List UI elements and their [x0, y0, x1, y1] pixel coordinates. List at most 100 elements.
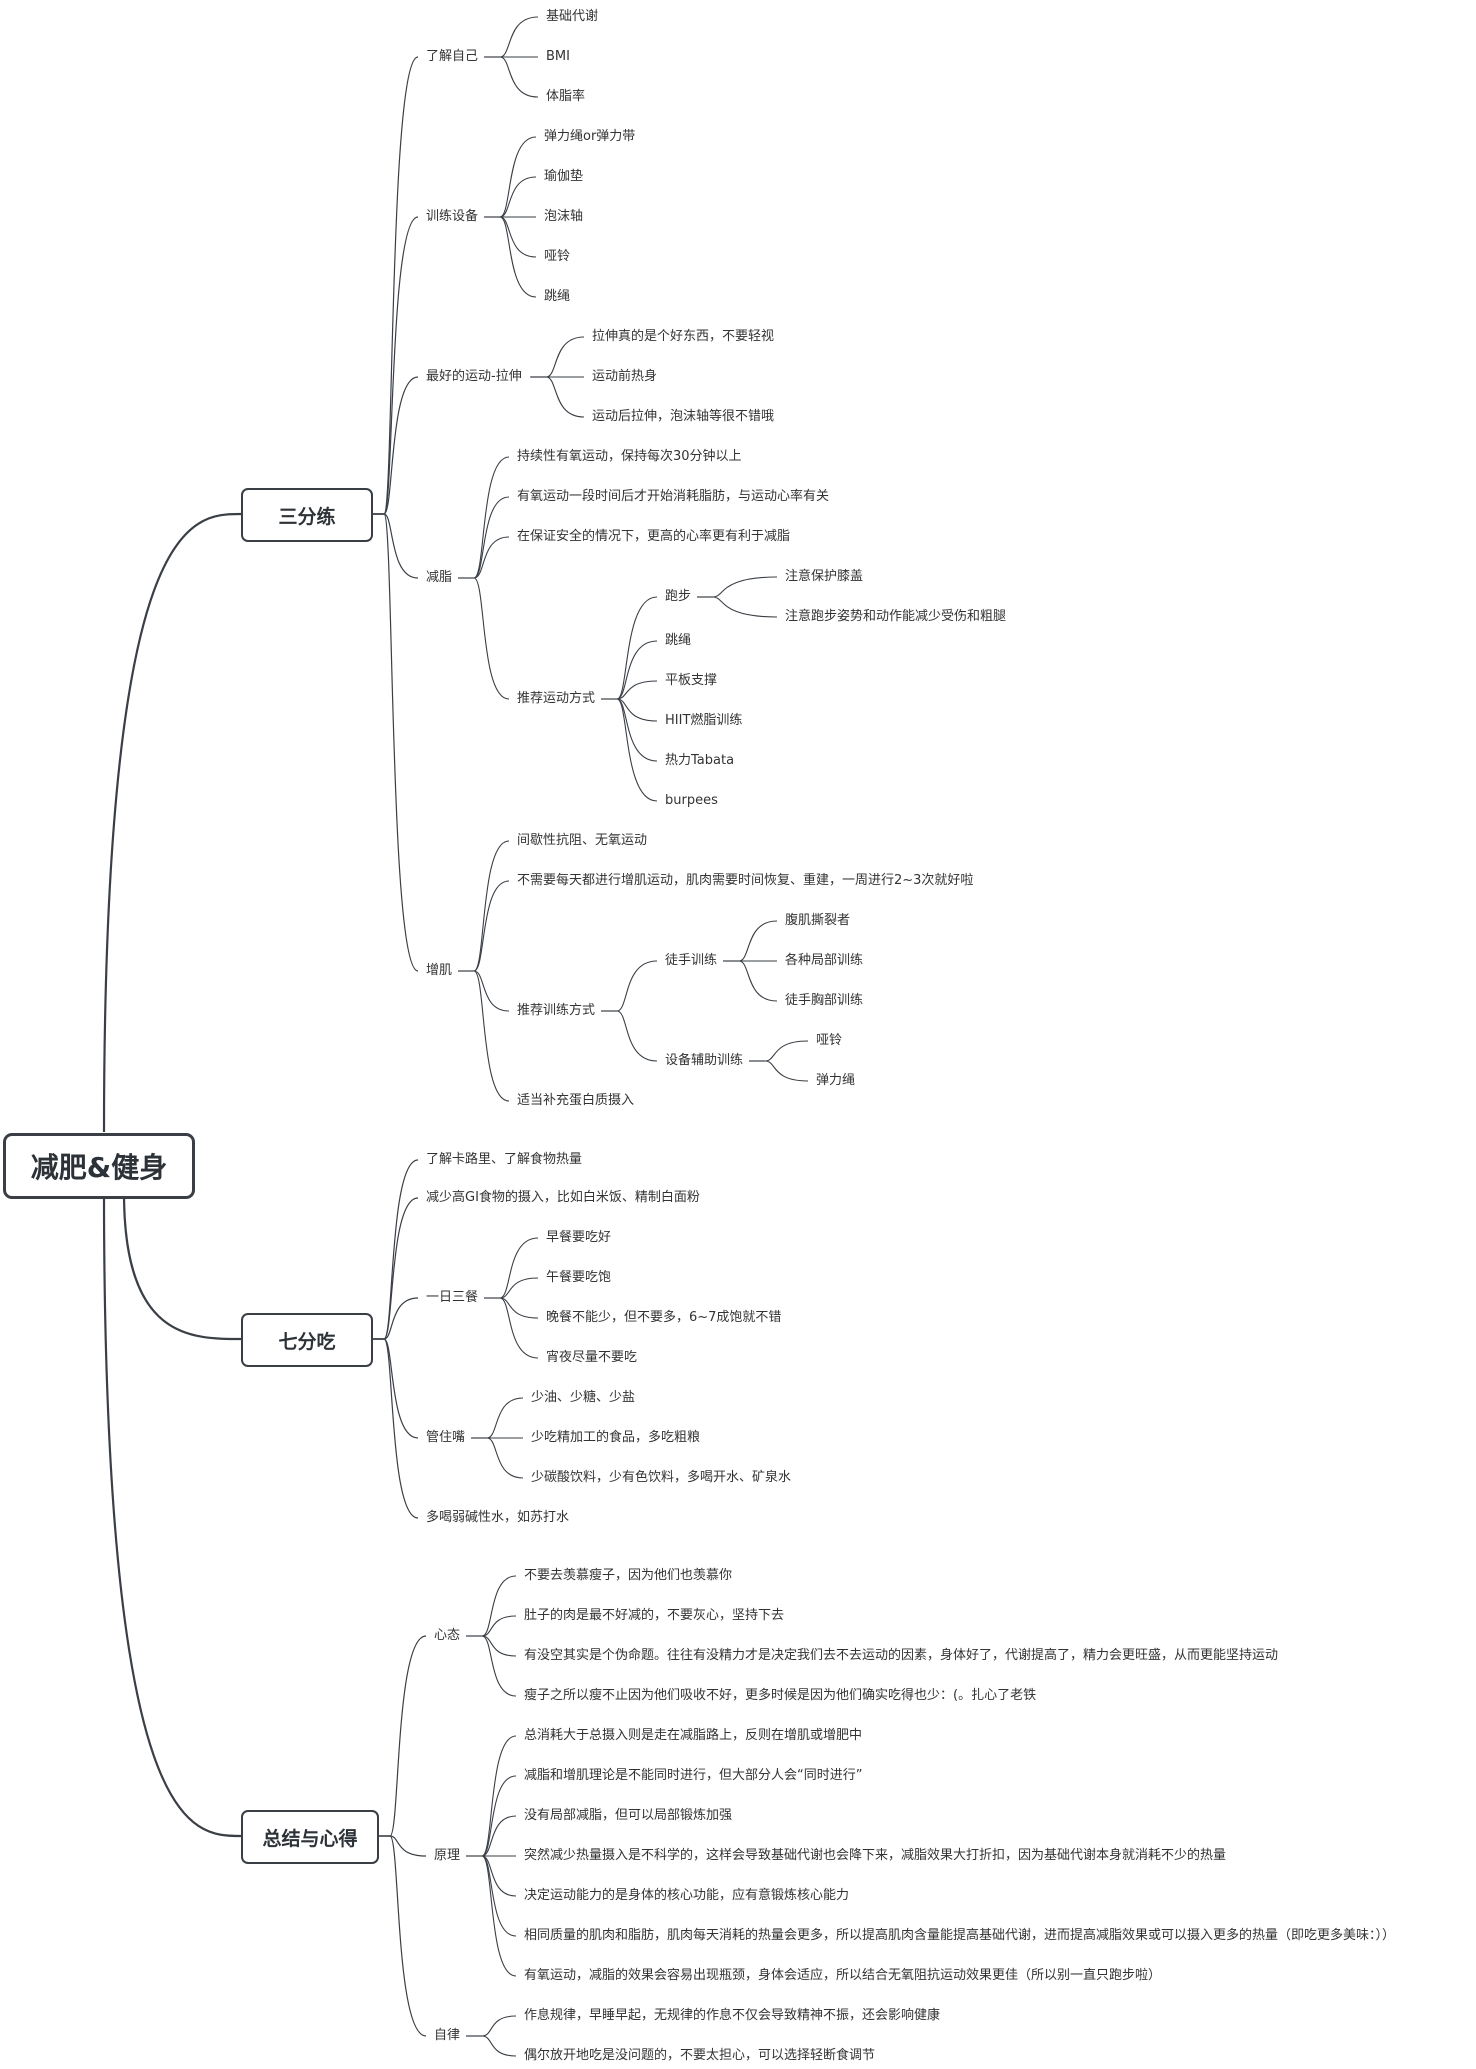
node-2-1-1[interactable]: 减脂和增肌理论是不能同时进行，但大部分人会“同时进行” — [524, 1768, 863, 1783]
node-0-1-3[interactable]: 哑铃 — [544, 249, 571, 264]
edge-0-4-2 — [473, 970, 510, 1012]
node-2-1-0[interactable]: 总消耗大于总摄入则是走在减脂路上，反则在增肌或增肥中 — [524, 1728, 863, 1743]
node-0-3-3-3[interactable]: HIIT燃脂训练 — [665, 713, 743, 728]
node-0-3-3-1[interactable]: 跳绳 — [665, 633, 692, 648]
node-0-3-2[interactable]: 在保证安全的情况下，更高的心率更有利于减脂 — [517, 529, 791, 544]
node-0-4-2-0-1[interactable]: 各种局部训练 — [785, 953, 864, 968]
node-0-3-3-5[interactable]: burpees — [665, 793, 718, 808]
edge-0-4-1 — [473, 880, 510, 972]
node-1-3[interactable]: 管住嘴 — [426, 1430, 466, 1445]
edge-0-3-3-4 — [616, 698, 658, 762]
node-0-4-2-1-1[interactable]: 弹力绳 — [816, 1073, 856, 1088]
node-1-2-0[interactable]: 早餐要吃好 — [546, 1230, 612, 1245]
node-0-2-1[interactable]: 运动前热身 — [592, 369, 658, 384]
branch-connector-2-0 — [375, 1635, 427, 1837]
edge-2-1-0 — [481, 1735, 517, 1857]
node-0-0-0[interactable]: 基础代谢 — [546, 9, 599, 24]
node-0-4-1[interactable]: 不需要每天都进行增肌运动，肌肉需要时间恢复、重建，一周进行2~3次就好啦 — [517, 873, 974, 888]
node-0-3-3[interactable]: 推荐运动方式 — [517, 691, 596, 706]
node-0-4[interactable]: 增肌 — [426, 963, 453, 978]
node-0-4-2-0[interactable]: 徒手训练 — [665, 953, 718, 968]
branch-connector-0-2 — [369, 376, 419, 515]
node-0-3-1[interactable]: 有氧运动一段时间后才开始消耗脂肪，与运动心率有关 — [517, 489, 830, 504]
main-topic-1[interactable]: 七分吃 — [241, 1313, 373, 1367]
node-0-4-2-1-0[interactable]: 哑铃 — [816, 1033, 843, 1048]
node-0-4-2-0-2[interactable]: 徒手胸部训练 — [785, 993, 864, 1008]
node-2-1[interactable]: 原理 — [434, 1848, 461, 1863]
node-0-3-3-0-0[interactable]: 注意保护膝盖 — [785, 569, 864, 584]
edge-2-0-0 — [481, 1575, 517, 1637]
node-2-0-3[interactable]: 瘦子之所以瘦不止因为他们吸收不好，更多时候是因为他们确实吃得也少：(。扎心了老铁 — [524, 1688, 1037, 1703]
node-1-2-2[interactable]: 晚餐不能少，但不要多，6~7成饱就不错 — [546, 1310, 782, 1325]
node-0-1-1[interactable]: 瑜伽垫 — [544, 169, 584, 184]
edge-2-0-3 — [481, 1635, 517, 1697]
branch-connector-1-0 — [369, 1159, 419, 1340]
edge-0-1-3 — [499, 216, 537, 258]
edge-0-4-2-0 — [616, 960, 658, 1012]
node-0-0-2[interactable]: 体脂率 — [546, 89, 586, 104]
node-0-2-0[interactable]: 拉伸真的是个好东西，不要轻视 — [592, 329, 775, 344]
node-2-1-3[interactable]: 突然减少热量摄入是不科学的，这样会导致基础代谢也会降下来，减脂效果大打折扣，因为… — [524, 1848, 1227, 1863]
node-0-3-3-4[interactable]: 热力Tabata — [665, 753, 735, 768]
edge-0-0-2 — [499, 56, 539, 98]
node-0-3-0[interactable]: 持续性有氧运动，保持每次30分钟以上 — [517, 449, 742, 464]
node-2-0[interactable]: 心态 — [434, 1628, 461, 1643]
edge-0-3-3-0-1 — [712, 596, 778, 618]
root-topic[interactable]: 减肥&健身 — [3, 1133, 195, 1199]
node-2-1-5[interactable]: 相同质量的肌肉和脂肪，肌肉每天消耗的热量会更多，所以提高肌肉含量能提高基础代谢，… — [524, 1928, 1396, 1943]
node-0-4-0[interactable]: 间歇性抗阻、无氧运动 — [517, 833, 648, 848]
node-2-2[interactable]: 自律 — [434, 2028, 461, 2043]
edge-1-2-2 — [499, 1297, 539, 1319]
node-0-1-4[interactable]: 跳绳 — [544, 289, 571, 304]
node-1-0[interactable]: 了解卡路里、了解食物热量 — [426, 1152, 583, 1167]
main-topic-0[interactable]: 三分练 — [241, 488, 373, 542]
node-2-1-2[interactable]: 没有局部减脂，但可以局部锻炼加强 — [524, 1808, 733, 1823]
edge-0-4-2-1 — [616, 1010, 658, 1062]
node-1-1[interactable]: 减少高GI食物的摄入，比如白米饭、精制白面粉 — [426, 1190, 700, 1205]
edge-1-3-0 — [486, 1397, 524, 1439]
edge-1-2-1 — [499, 1277, 539, 1299]
node-0-3-3-0[interactable]: 跑步 — [665, 589, 692, 604]
node-0-1[interactable]: 训练设备 — [426, 209, 479, 224]
node-1-3-1[interactable]: 少吃精加工的食品，多吃粗粮 — [531, 1430, 701, 1445]
node-1-2[interactable]: 一日三餐 — [426, 1290, 479, 1305]
edge-0-3-3-3 — [616, 698, 658, 722]
node-1-2-1[interactable]: 午餐要吃饱 — [546, 1270, 612, 1285]
node-0-4-2-0-0[interactable]: 腹肌撕裂者 — [785, 913, 851, 928]
edge-2-1-6 — [481, 1855, 517, 1977]
edge-0-0-0 — [499, 16, 539, 58]
node-0-4-3[interactable]: 适当补充蛋白质摄入 — [517, 1093, 635, 1108]
node-0-3-3-0-1[interactable]: 注意跑步姿势和动作能减少受伤和粗腿 — [785, 609, 1007, 624]
node-0-1-2[interactable]: 泡沫轴 — [544, 209, 584, 224]
branch-connector-1-1 — [369, 1197, 419, 1340]
node-2-0-0[interactable]: 不要去羡慕瘦子，因为他们也羡慕你 — [524, 1568, 733, 1583]
node-2-0-1[interactable]: 肚子的肉是最不好减的，不要灰心，坚持下去 — [524, 1608, 785, 1623]
node-1-3-2[interactable]: 少碳酸饮料，少有色饮料，多喝开水、矿泉水 — [531, 1470, 792, 1485]
edge-0-3-2 — [473, 536, 510, 579]
node-0-4-2[interactable]: 推荐训练方式 — [517, 1003, 596, 1018]
node-1-2-3[interactable]: 宵夜尽量不要吃 — [546, 1350, 638, 1365]
node-0-1-0[interactable]: 弹力绳or弹力带 — [544, 129, 636, 144]
node-0-3[interactable]: 减脂 — [426, 570, 453, 585]
node-2-1-6[interactable]: 有氧运动，减脂的效果会容易出现瓶颈，身体会适应，所以结合无氧阻抗运动效果更佳（所… — [524, 1968, 1162, 1983]
node-0-0-1[interactable]: BMI — [546, 49, 570, 64]
node-0-0[interactable]: 了解自己 — [426, 49, 479, 64]
node-2-0-2[interactable]: 有没空其实是个伪命题。往往有没精力才是决定我们去不去运动的因素，身体好了，代谢提… — [524, 1648, 1279, 1663]
node-0-2[interactable]: 最好的运动-拉伸 — [426, 369, 522, 384]
node-0-4-2-1[interactable]: 设备辅助训练 — [665, 1053, 744, 1068]
branch-connector-2-1 — [375, 1835, 427, 1857]
edge-2-2-0 — [481, 2015, 517, 2037]
edge-0-3-3 — [473, 577, 510, 700]
node-1-4[interactable]: 多喝弱碱性水，如苏打水 — [426, 1510, 570, 1525]
branch-connector-0-4 — [369, 513, 419, 972]
node-0-3-3-2[interactable]: 平板支撑 — [665, 673, 718, 688]
edge-2-1-2 — [481, 1815, 517, 1857]
node-2-2-0[interactable]: 作息规律，早睡早起，无规律的作息不仅会导致精神不振，还会影响健康 — [524, 2008, 941, 2023]
main-topic-2[interactable]: 总结与心得 — [241, 1810, 379, 1864]
node-2-1-4[interactable]: 决定运动能力的是身体的核心功能，应有意锻炼核心能力 — [524, 1888, 850, 1903]
node-1-3-0[interactable]: 少油、少糖、少盐 — [531, 1390, 636, 1405]
branch-connector-0-1 — [369, 216, 419, 515]
node-0-2-2[interactable]: 运动后拉伸，泡沫轴等很不错哦 — [592, 409, 775, 424]
edge-0-4-0 — [473, 840, 510, 972]
node-2-2-1[interactable]: 偶尔放开地吃是没问题的，不要太担心，可以选择轻断食调节 — [524, 2048, 876, 2063]
